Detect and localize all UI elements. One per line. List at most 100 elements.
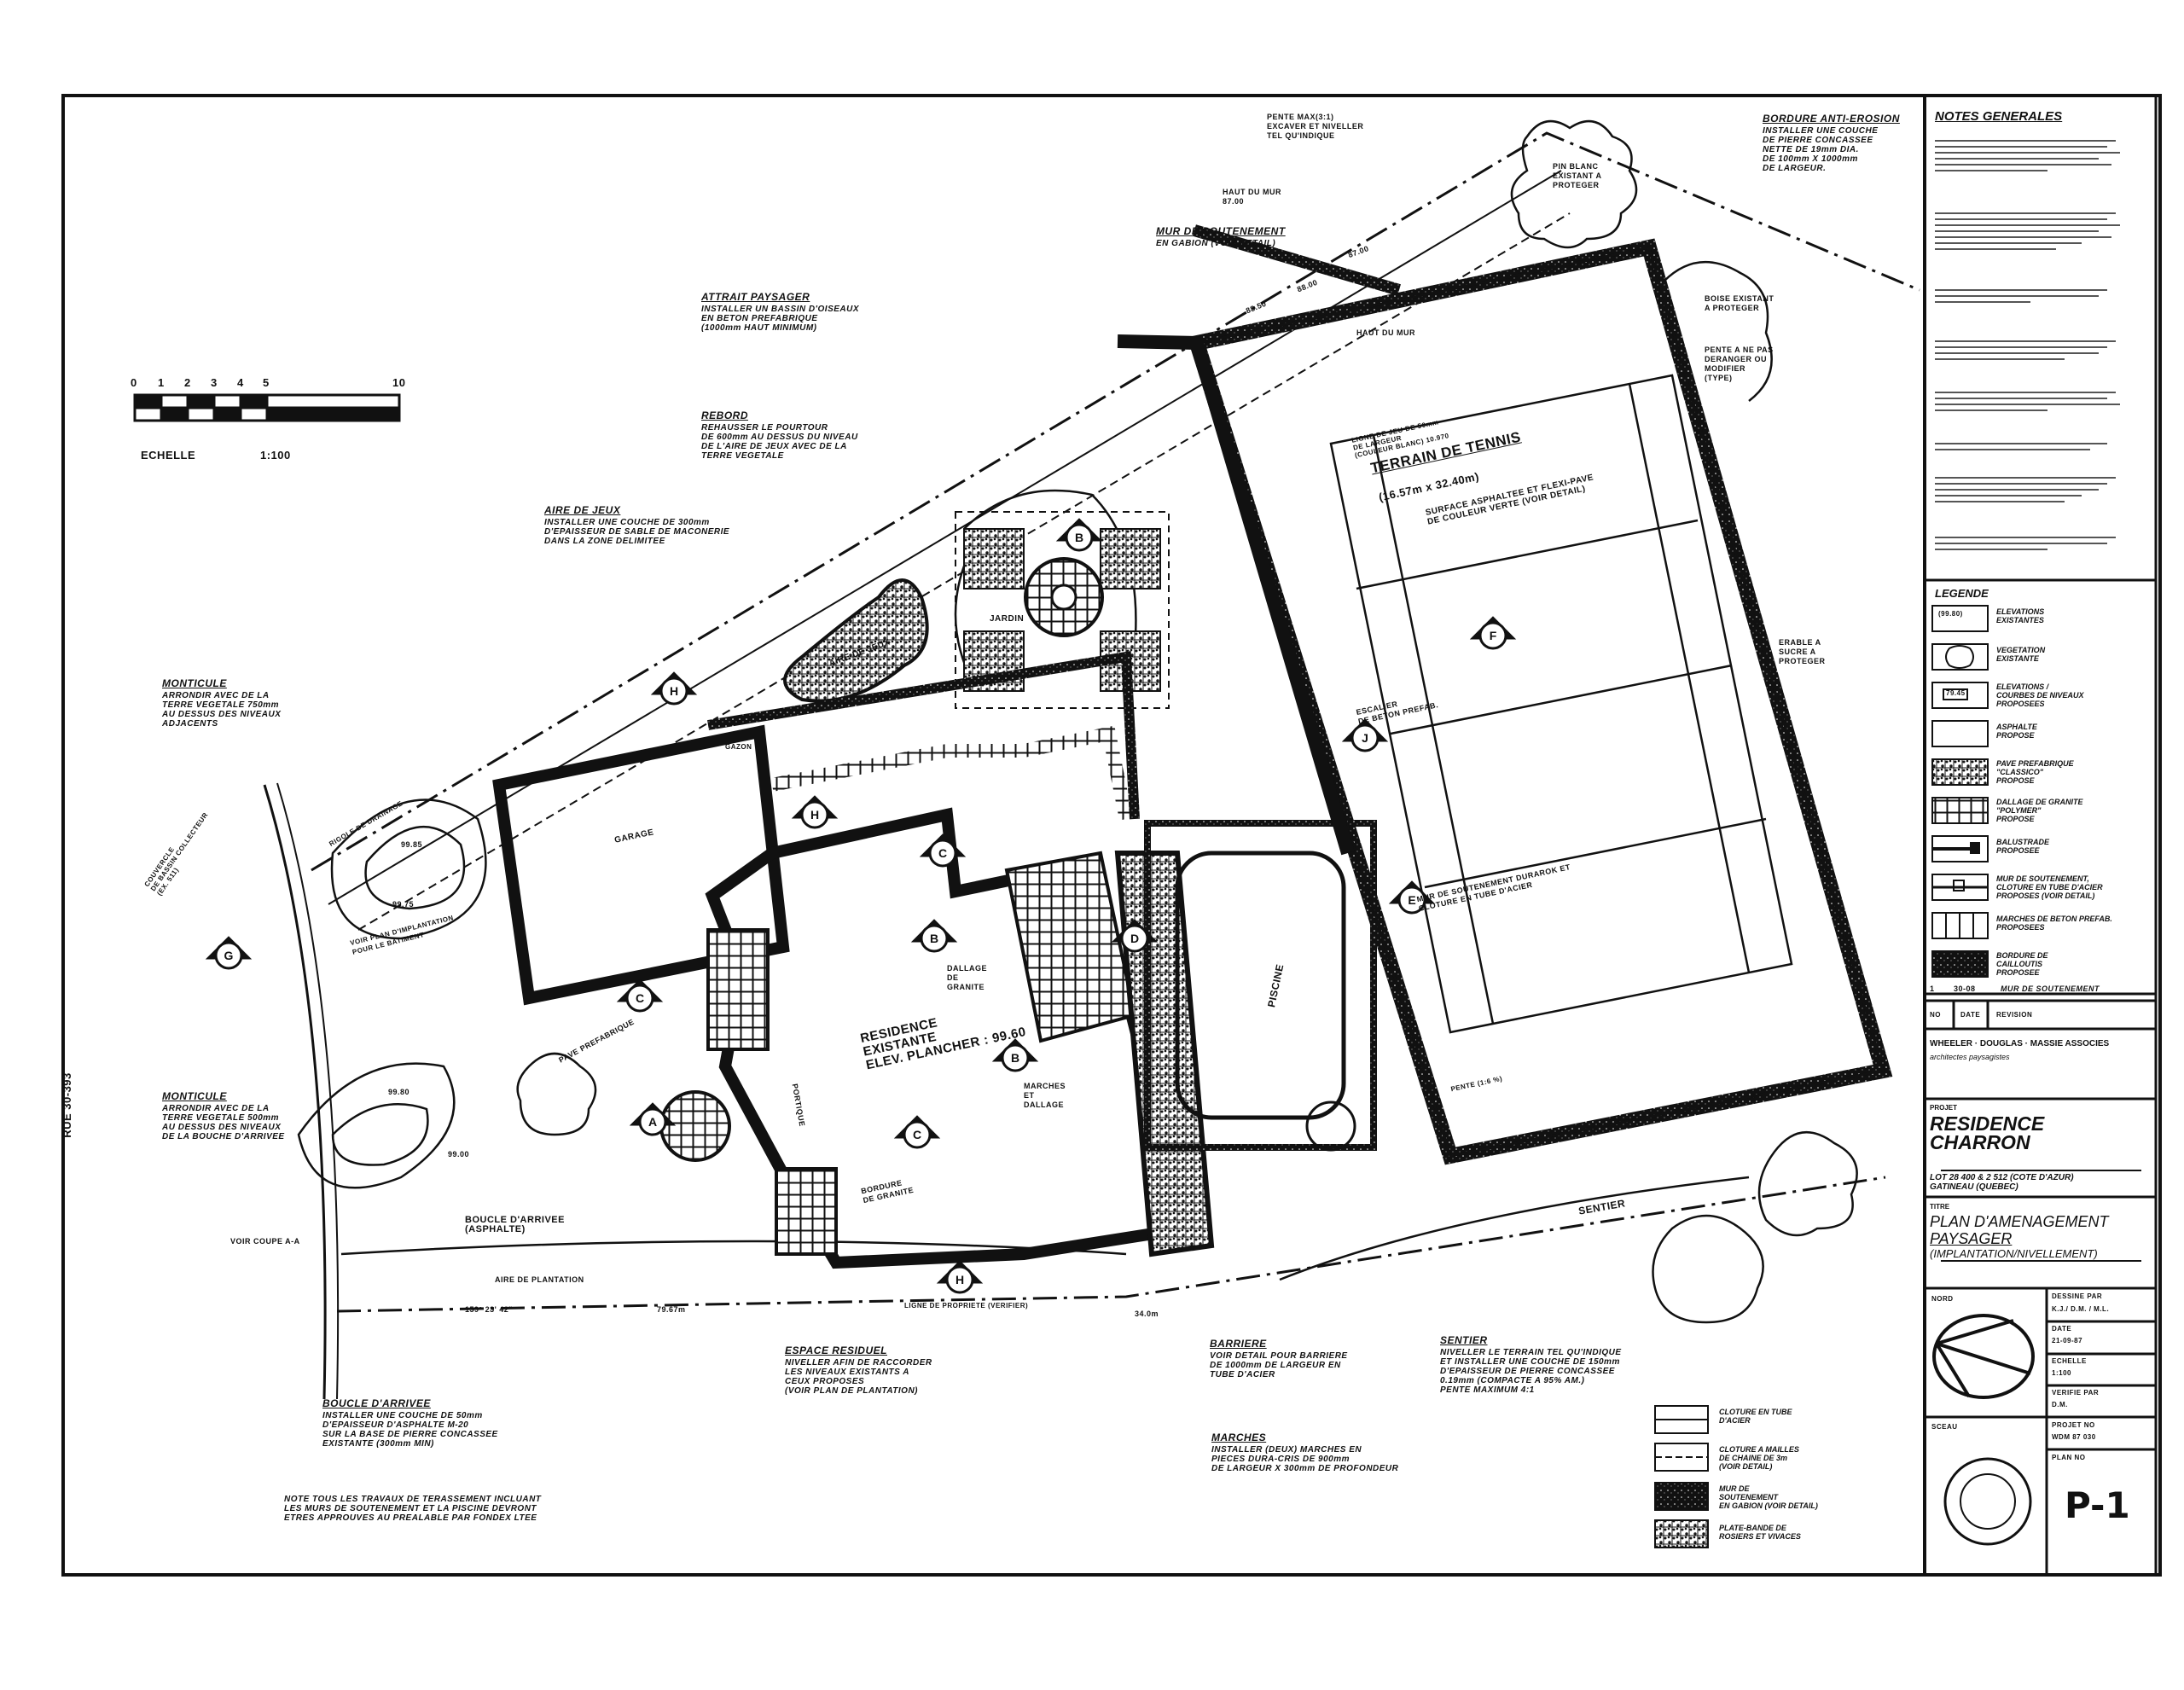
scale-label: ECHELLE bbox=[141, 449, 196, 462]
label-ligne-propriete: LIGNE DE PROPRIETE (VERIFIER) bbox=[904, 1302, 1029, 1310]
section-marker-h: H bbox=[650, 671, 698, 706]
sceau-label: SCEAU bbox=[1931, 1423, 1958, 1431]
scale-bar bbox=[133, 393, 401, 422]
section-marker-letter: C bbox=[636, 991, 644, 1005]
section-marker-letter: G bbox=[224, 949, 234, 962]
section-marker-letter: A bbox=[648, 1115, 657, 1129]
titre-label: TITRE bbox=[1930, 1203, 1950, 1211]
verifie-value: D.M. bbox=[2052, 1401, 2068, 1408]
section-marker-e: E bbox=[1388, 880, 1436, 915]
label-marches-dallage: MARCHES ET DALLAGE bbox=[1024, 1082, 1066, 1109]
date-value: 21-09-87 bbox=[2052, 1337, 2083, 1344]
firm-name: WHEELER · DOUGLAS · MASSIE ASSOCIES bbox=[1930, 1039, 2110, 1048]
date-label: DATE bbox=[2052, 1325, 2072, 1333]
label-pente-max: PENTE MAX(3:1) EXCAVER ET NIVELLER TEL Q… bbox=[1267, 113, 1364, 140]
elev-9975: 99.75 bbox=[392, 900, 415, 909]
street-curve bbox=[263, 784, 327, 1400]
north-arrow-icon bbox=[1932, 1314, 2035, 1399]
notes-heading: NOTES GENERALES bbox=[1935, 109, 2063, 124]
scale-ratio: 1:100 bbox=[260, 449, 291, 462]
fence-legend-chain: CLOTURE A MAILLES DE CHAINE DE 3m (VOIR … bbox=[1719, 1445, 1799, 1471]
section-marker-g: G bbox=[205, 936, 253, 970]
revision-no: 1 bbox=[1930, 984, 1935, 993]
label-dallage: DALLAGE DE GRANITE bbox=[947, 964, 987, 991]
label-voir-coupe: VOIR COUPE A-A bbox=[230, 1237, 300, 1246]
legend-item-mur: MUR DE SOUTENEMENT, CLOTURE EN TUBE D'AC… bbox=[1996, 874, 2103, 900]
scale-tick-4: 4 bbox=[237, 376, 244, 389]
section-marker-letter: B bbox=[930, 932, 938, 945]
label-pin-blanc: PIN BLANC EXISTANT A PROTEGER bbox=[1553, 162, 1602, 189]
projet-name: RESIDENCE CHARRON bbox=[1930, 1112, 2045, 1153]
scale-tick-2: 2 bbox=[184, 376, 191, 389]
title-block-grid bbox=[1925, 578, 2156, 1575]
legend-sample-prop: 79.45 bbox=[1946, 689, 1966, 697]
legend-item-pave: PAVE PREFABRIQUE "CLASSICO" PROPOSE bbox=[1996, 759, 2074, 785]
legend-item-dallage: DALLAGE DE GRANITE "POLYMER" PROPOSE bbox=[1996, 798, 2083, 823]
label-gazon: GAZON bbox=[725, 743, 752, 751]
legend-item-elevations-proposees: ELEVATIONS / COURBES DE NIVEAUX PROPOSEE… bbox=[1996, 682, 2084, 708]
projet-location: LOT 28 400 & 2 512 (COTE D'AZUR) GATINEA… bbox=[1930, 1173, 2074, 1192]
professional-seal bbox=[1943, 1457, 2032, 1546]
street-label: RUE 30-393 bbox=[60, 1072, 73, 1138]
contour-lines bbox=[297, 489, 1750, 1281]
revision-text: MUR DE SOUTENEMENT bbox=[2001, 984, 2100, 993]
fence-legend-planting: PLATE-BANDE DE ROSIERS ET VIVACES bbox=[1719, 1524, 1801, 1541]
legend-item-vegetation: VEGETATION EXISTANTE bbox=[1996, 646, 2046, 663]
section-marker-letter: B bbox=[1075, 531, 1083, 544]
section-marker-f: F bbox=[1469, 616, 1517, 650]
fence-legend-steel: CLOTURE EN TUBE D'ACIER bbox=[1719, 1408, 1792, 1425]
fence-legend-gabion: MUR DE SOUTENEMENT EN GABION (VOIR DETAI… bbox=[1719, 1484, 1818, 1510]
section-marker-j: J bbox=[1341, 718, 1389, 752]
projet-label: PROJET bbox=[1930, 1104, 1958, 1112]
revision-col-no: NO bbox=[1930, 1011, 1941, 1019]
section-marker-letter: C bbox=[913, 1128, 921, 1141]
legend-item-elevations-existantes: ELEVATIONS EXISTANTES bbox=[1996, 607, 2045, 624]
elev-9980: 99.80 bbox=[388, 1088, 410, 1096]
label-haut-mur-1: HAUT DU MUR 87.00 bbox=[1223, 188, 1281, 206]
section-marker-letter: J bbox=[1362, 731, 1368, 745]
section-marker-letter: C bbox=[938, 846, 947, 860]
legend-item-balustrade: BALUSTRADE PROPOSEE bbox=[1996, 838, 2049, 855]
scale-tick-10: 10 bbox=[392, 376, 406, 389]
elev-9985: 99.85 bbox=[401, 840, 423, 849]
legend-heading: LEGENDE bbox=[1935, 587, 1989, 600]
projet-no-label: PROJET NO bbox=[2052, 1421, 2095, 1429]
label-boise: BOISE EXISTANT A PROTEGER bbox=[1705, 294, 1774, 312]
drawing-title-3: (IMPLANTATION/NIVELLEMENT) bbox=[1930, 1247, 2098, 1260]
legend-swatches bbox=[1931, 605, 1989, 978]
echelle-label: ECHELLE bbox=[2052, 1357, 2087, 1365]
plan-no-label: PLAN NO bbox=[2052, 1454, 2086, 1461]
drawing-title: PLAN D'AMENAGEMENT bbox=[1930, 1213, 2109, 1230]
dessine-label: DESSINE PAR bbox=[2052, 1292, 2103, 1300]
section-marker-b: B bbox=[991, 1038, 1039, 1072]
general-notes-text bbox=[1935, 140, 2120, 550]
legend-sample-elev: (99.80) bbox=[1938, 610, 1963, 618]
legend-item-marches: MARCHES DE BETON PREFAB. PROPOSEES bbox=[1996, 915, 2112, 932]
label-boucle: BOUCLE D'ARRIVEE (ASPHALTE) bbox=[465, 1215, 565, 1234]
section-marker-letter: E bbox=[1408, 893, 1415, 907]
section-marker-b: B bbox=[910, 919, 958, 953]
projet-no-value: WDM 87 030 bbox=[2052, 1433, 2096, 1441]
section-marker-letter: H bbox=[956, 1273, 964, 1286]
label-dim-bearing: 159° 23' 42" bbox=[465, 1305, 514, 1314]
scale-tick-3: 3 bbox=[211, 376, 218, 389]
portico bbox=[659, 1090, 731, 1162]
section-marker-letter: H bbox=[670, 684, 678, 698]
section-marker-h: H bbox=[791, 795, 839, 829]
section-marker-letter: H bbox=[810, 808, 819, 822]
legend-item-asphalte: ASPHALTE PROPOSE bbox=[1996, 723, 2037, 740]
elev-9900: 99.00 bbox=[448, 1150, 470, 1159]
existing-trees bbox=[516, 119, 1858, 1324]
legend-item-bordure: BORDURE DE CAILLOUTIS PROPOSEE bbox=[1996, 951, 2048, 977]
